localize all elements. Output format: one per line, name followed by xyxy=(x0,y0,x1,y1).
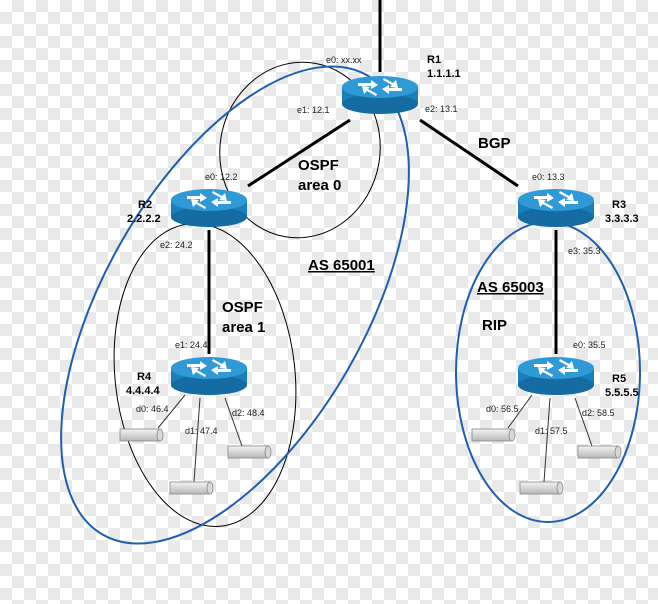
r5-id: 5.5.5.5 xyxy=(605,387,639,399)
r2-name: R2 xyxy=(138,199,152,211)
ospf-area0-boundary xyxy=(219,61,381,239)
r4-name: R4 xyxy=(137,371,152,383)
router-r1-icon[interactable] xyxy=(342,76,418,114)
router-r2-icon[interactable] xyxy=(171,189,247,227)
link-r1-r2 xyxy=(247,118,351,188)
host-r4-d2-icon[interactable] xyxy=(227,445,272,459)
as65003-label: AS 65003 xyxy=(477,279,544,296)
r1-e2-label: e2: 13.1 xyxy=(425,104,458,114)
r3-e3-label: e3: 35.3 xyxy=(568,246,601,256)
rip-label: RIP xyxy=(482,317,507,334)
host-r5-d2-icon[interactable] xyxy=(577,445,622,459)
r1-name: R1 xyxy=(427,54,441,66)
host-r4-d1-icon[interactable] xyxy=(169,481,214,495)
bgp-label: BGP xyxy=(478,135,511,152)
r5-host-links xyxy=(507,394,593,483)
host-r4-d0-icon[interactable] xyxy=(119,428,164,442)
r5-d1-label: d1: 57.5 xyxy=(535,426,568,436)
r4-host-links xyxy=(157,394,243,483)
r3-id: 3.3.3.3 xyxy=(605,213,639,225)
router-r3-icon[interactable] xyxy=(518,189,594,227)
as65001-label: AS 65001 xyxy=(308,257,375,274)
router-r5-icon[interactable] xyxy=(518,357,594,395)
ospf-area0-line1: OSPF xyxy=(298,157,339,174)
r1-id: 1.1.1.1 xyxy=(427,68,461,80)
r1-e0-label: e0: xx.xx xyxy=(326,55,362,65)
r5-d0-label: d0: 56.5 xyxy=(486,404,519,414)
r2-id: 2.2.2.2 xyxy=(127,213,161,225)
r5-d2-label: d2: 58.5 xyxy=(582,408,615,418)
r5-e0-label: e0: 35.5 xyxy=(573,340,606,350)
ospf-area0-line2: area 0 xyxy=(298,177,341,194)
host-r5-d0-icon[interactable] xyxy=(471,428,516,442)
link-r1-r3 xyxy=(419,118,519,188)
as65001-boundary xyxy=(60,65,410,545)
r4-id: 4.4.4.4 xyxy=(126,385,161,397)
ospf-area1-line2: area 1 xyxy=(222,319,265,336)
r4-d0-label: d0: 46.4 xyxy=(136,404,169,414)
r4-d1-label: d1: 47.4 xyxy=(185,426,218,436)
router-r4-icon[interactable] xyxy=(171,357,247,395)
r3-e0-label: e0: 13.3 xyxy=(532,172,565,182)
r3-name: R3 xyxy=(612,199,626,211)
host-r5-d1-icon[interactable] xyxy=(519,481,564,495)
r2-e0-label: e0: 12.2 xyxy=(205,172,238,182)
r1-e1-label: e1: 12.1 xyxy=(297,105,330,115)
r2-e2-label: e2: 24.2 xyxy=(160,240,193,250)
r4-e1-label: e1: 24.4 xyxy=(175,340,208,350)
ospf-area1-line1: OSPF xyxy=(222,299,263,316)
r5-name: R5 xyxy=(612,373,626,385)
r4-d2-label: d2: 48.4 xyxy=(232,408,265,418)
